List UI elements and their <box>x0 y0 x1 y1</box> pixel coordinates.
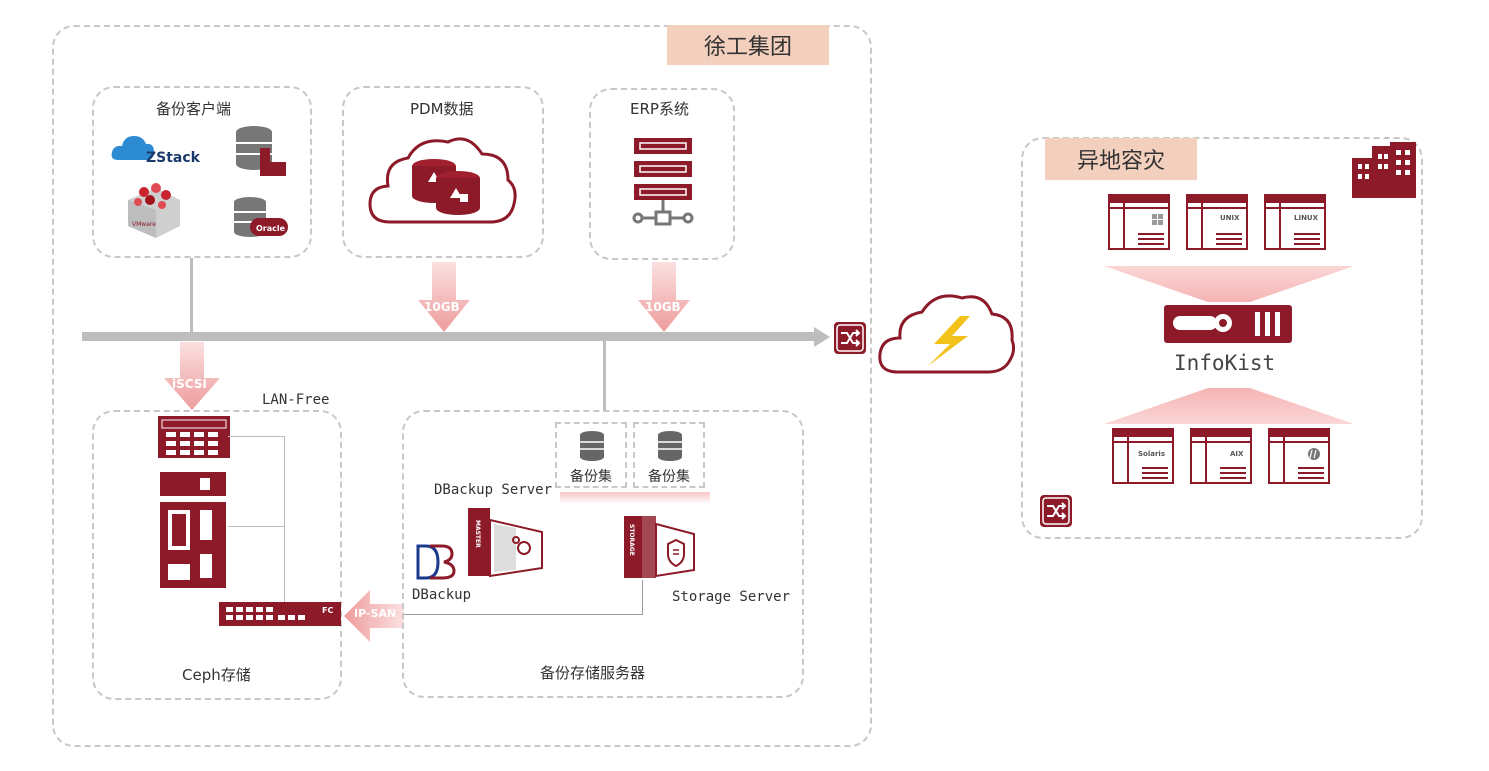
pdm-label: PDM数据 <box>410 100 474 118</box>
dbackup-server-label: DBackup Server <box>434 482 553 498</box>
cloud-icon: ZStack <box>111 136 201 166</box>
converge-down-arrow <box>1104 264 1354 308</box>
remote-dr-container <box>1021 137 1423 539</box>
linux-server-icon: LINUX <box>1264 194 1326 254</box>
ipsan-left-arrow <box>344 590 404 646</box>
backup-client-label: 备份客户端 <box>156 100 232 118</box>
backup-set-2-icon <box>656 430 684 466</box>
windows-server-icon <box>1108 194 1170 254</box>
master-server-icon: MASTER <box>466 506 544 582</box>
pdm-box <box>342 86 544 258</box>
remote-dr-title: 异地容灾 <box>1045 138 1197 180</box>
main-bus-line <box>82 332 818 341</box>
oracle-text: Oracle <box>256 224 286 233</box>
infokist-label: InfoKist <box>1174 351 1276 375</box>
zstack-logo: ZStack <box>110 126 210 166</box>
switch-icon <box>833 321 867 359</box>
database-icon <box>232 124 288 180</box>
solaris-text: Solaris <box>1138 450 1165 458</box>
vmware-icon: VMware <box>122 180 184 244</box>
storage-text: STORAGE <box>628 524 635 556</box>
unix-text: UNIX <box>1220 214 1240 222</box>
converge-up-arrow <box>1104 386 1354 430</box>
server-connector-line <box>603 341 606 411</box>
fc-text: FC <box>322 606 333 615</box>
storage-to-ipsan-line <box>404 580 643 615</box>
storage-server-icon: STORAGE <box>622 514 700 584</box>
fc-switch-icon: FC <box>218 601 342 631</box>
pdm-down-arrow <box>418 262 470 338</box>
lan-free-connector <box>228 436 285 603</box>
group-title: 徐工集团 <box>667 25 829 65</box>
unix-server-icon: UNIX <box>1186 194 1248 254</box>
oracle-db-icon: Oracle <box>232 196 292 246</box>
solaris-server-icon: Solaris <box>1112 428 1174 488</box>
iscsi-label: iSCSI <box>172 377 207 391</box>
ipsan-label: IP-SAN <box>354 607 397 620</box>
aix-server-icon: AIX <box>1190 428 1252 488</box>
vmware-text: VMware <box>132 221 156 228</box>
group-container <box>52 25 872 747</box>
storage-server-label: Storage Server <box>672 589 791 605</box>
backup-client-box <box>92 86 312 258</box>
backup-set-2-label: 备份集 <box>648 469 690 485</box>
remote-switch-icon <box>1039 494 1073 532</box>
erp-box <box>589 88 735 260</box>
iscsi-down-arrow <box>164 342 220 416</box>
backup-set-2-box <box>633 422 705 488</box>
backup-glow <box>560 492 710 504</box>
zstack-text: ZStack <box>146 150 201 166</box>
pdm-cloud-icon <box>368 132 518 234</box>
lan-free-connector-mid <box>228 526 284 527</box>
backup-server-label: 备份存储服务器 <box>540 664 646 682</box>
backup-server-box <box>402 410 804 698</box>
backup-set-1-box <box>555 422 627 488</box>
bus-arrowhead <box>814 327 830 347</box>
erp-down-arrow <box>638 262 690 338</box>
erp-speed-label: 10GB <box>645 300 681 314</box>
ceph-box <box>92 410 342 700</box>
infokist-appliance-icon <box>1163 304 1293 348</box>
client-connector-line <box>190 258 193 336</box>
storage-array-icon <box>156 414 236 598</box>
dbackup-label: DBackup <box>412 587 472 603</box>
internet-cloud-icon <box>878 288 1016 384</box>
hp-server-icon <box>1268 428 1330 488</box>
building-icon <box>1350 140 1418 204</box>
backup-set-1-icon <box>578 430 606 466</box>
lan-free-label: LAN-Free <box>262 392 330 408</box>
dbackup-logo <box>416 544 456 584</box>
erp-server-icon <box>632 136 694 232</box>
pdm-speed-label: 10GB <box>424 300 460 314</box>
erp-label: ERP系统 <box>630 100 689 118</box>
ceph-label: Ceph存储 <box>182 666 251 684</box>
aix-text: AIX <box>1230 450 1244 458</box>
linux-text: LINUX <box>1294 214 1319 222</box>
backup-set-1-label: 备份集 <box>570 469 612 485</box>
master-text: MASTER <box>474 520 481 548</box>
